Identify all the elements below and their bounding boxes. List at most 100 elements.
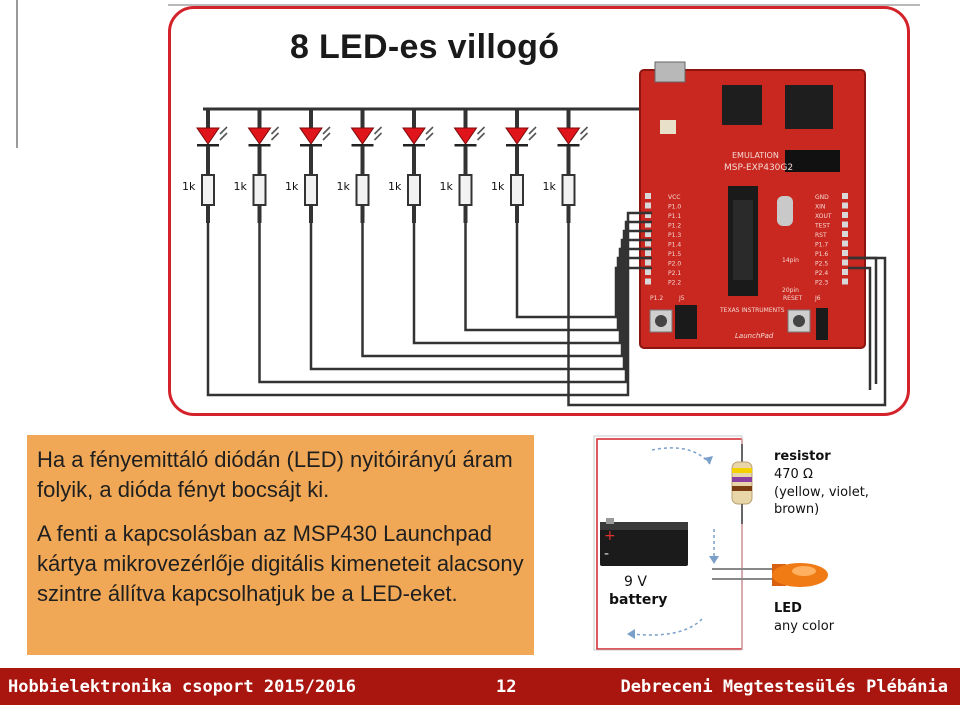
slide-title: 8 LED-es villogó: [290, 28, 560, 66]
led-symbol: [196, 109, 228, 161]
board-label-ti: TEXAS INSTRUMENTS: [719, 307, 785, 314]
resistor-label: 1k: [234, 180, 248, 193]
signal-wire: [848, 256, 878, 384]
signal-wire: [206, 211, 652, 397]
board-label-launchpad: LaunchPad: [735, 332, 774, 340]
board-label-14pin: 14pin: [782, 257, 799, 264]
footer-page-number: 12: [496, 677, 517, 697]
header-pin: [645, 221, 651, 228]
battery-label: battery: [609, 592, 667, 608]
board-label-emulation: EMULATION: [732, 151, 779, 160]
signal-wires: [206, 211, 887, 407]
left-pin-label: P2.1: [668, 270, 681, 277]
launchpad-board: VCCP1.0P1.1P1.2P1.3P1.4P1.5P2.0P2.1P2.2 …: [639, 61, 866, 349]
led-desc: any color: [774, 619, 835, 634]
resistor-label: 1k: [543, 180, 557, 193]
header-pin: [842, 259, 848, 266]
resistor-label: 1k: [491, 180, 505, 193]
left-pin-label: P1.0: [668, 204, 681, 211]
right-pin-label: RST: [815, 232, 827, 239]
resistor-value: 470 Ω: [774, 467, 813, 482]
battery-value: 9 V: [624, 574, 647, 590]
header-pin: [842, 269, 848, 275]
left-pin-label: P1.3: [668, 232, 681, 239]
board-label-j5: J5: [678, 295, 685, 302]
led-symbol: [402, 109, 434, 161]
resistor-label: 1k: [337, 180, 351, 193]
left-pin-label: P2.0: [668, 261, 681, 268]
board-label-p12: P1.2: [650, 295, 663, 302]
header-pin: [645, 240, 651, 247]
left-pin-label: P1.2: [668, 223, 681, 230]
resistor-symbol: [561, 154, 576, 224]
signal-wire: [464, 223, 652, 332]
battery-plus: +: [604, 528, 616, 544]
resistor-symbol: [407, 154, 421, 224]
led-symbol: [453, 109, 486, 161]
paragraph-launchpad: A fenti a kapcsolásban az MSP430 Launchp…: [37, 521, 524, 606]
header-pin: [842, 240, 848, 247]
signal-wire: [258, 220, 652, 384]
battery-icon: [600, 518, 688, 566]
right-pin-label: P1.7: [815, 242, 828, 249]
led-icon: [712, 563, 828, 587]
resistor-title: resistor: [774, 449, 831, 464]
current-arrow-top: [651, 447, 711, 465]
resistor-symbol: [252, 154, 267, 224]
header-pin: [842, 212, 848, 218]
explanation-box: Ha a fényemittáló diódán (LED) nyitóirán…: [27, 435, 534, 655]
footer-group-name: Hobbielektronika csoport 2015/2016: [8, 677, 356, 697]
led-symbol: [247, 109, 280, 161]
signal-wire: [412, 223, 652, 345]
header-pin: [645, 250, 651, 256]
header-pin: [842, 231, 848, 237]
resistor-icon: [731, 444, 753, 524]
header-pin: [645, 259, 651, 266]
board-label-reset: RESET: [783, 295, 803, 302]
left-pin-label: P1.1: [668, 213, 681, 220]
header-pin: [842, 202, 848, 209]
header-pin: [645, 202, 651, 209]
resistor-symbol: [510, 154, 524, 224]
resistor-label: 1k: [388, 180, 402, 193]
right-pin-label: P2.4: [815, 270, 828, 277]
left-rule: [16, 0, 18, 148]
led-symbol: [556, 109, 589, 161]
right-pin-label: XOUT: [815, 213, 832, 220]
right-pin-label: XIN: [815, 204, 825, 211]
header-pin: [842, 278, 848, 285]
header-pin: [842, 250, 848, 256]
left-pin-label: VCC: [668, 194, 680, 201]
header-pin: [645, 193, 651, 199]
top-rule: [168, 4, 920, 6]
board-label-model: MSP-EXP430G2: [724, 163, 793, 173]
resistor-symbol: [458, 154, 473, 224]
signal-wire: [309, 223, 652, 371]
simple-circuit-diagram: + - 9 V battery resistor 470 Ω (yellow, …: [592, 434, 942, 656]
resistor-symbol: [304, 154, 318, 224]
current-arrow-bottom: [631, 618, 703, 636]
right-pin-label: P2.3: [815, 280, 828, 287]
header-pin: [645, 231, 651, 237]
left-pin-label: P2.2: [668, 280, 681, 287]
right-pin-label: TEST: [814, 223, 830, 230]
signal-wire: [361, 223, 652, 358]
board-label-20pin: 20pin: [782, 287, 799, 294]
resistor-label: 1k: [440, 180, 454, 193]
led-symbol: [350, 109, 383, 161]
footer-parish-name: Debreceni Megtestesülés Plébánia: [620, 677, 948, 697]
signal-wire: [848, 266, 872, 390]
battery-minus: -: [604, 546, 609, 562]
left-pin-label: P1.4: [668, 242, 681, 249]
led-symbol: [505, 109, 537, 161]
left-pin-label: P1.5: [668, 251, 681, 258]
header-pin: [645, 278, 651, 285]
right-pin-label: P2.5: [815, 261, 828, 268]
paragraph-led: Ha a fényemittáló diódán (LED) nyitóirán…: [37, 447, 513, 502]
board-label-j6: J6: [814, 295, 821, 302]
resistor-symbol: [355, 154, 370, 224]
right-pin-label: P1.6: [815, 251, 828, 258]
resistor-label: 1k: [285, 180, 299, 193]
